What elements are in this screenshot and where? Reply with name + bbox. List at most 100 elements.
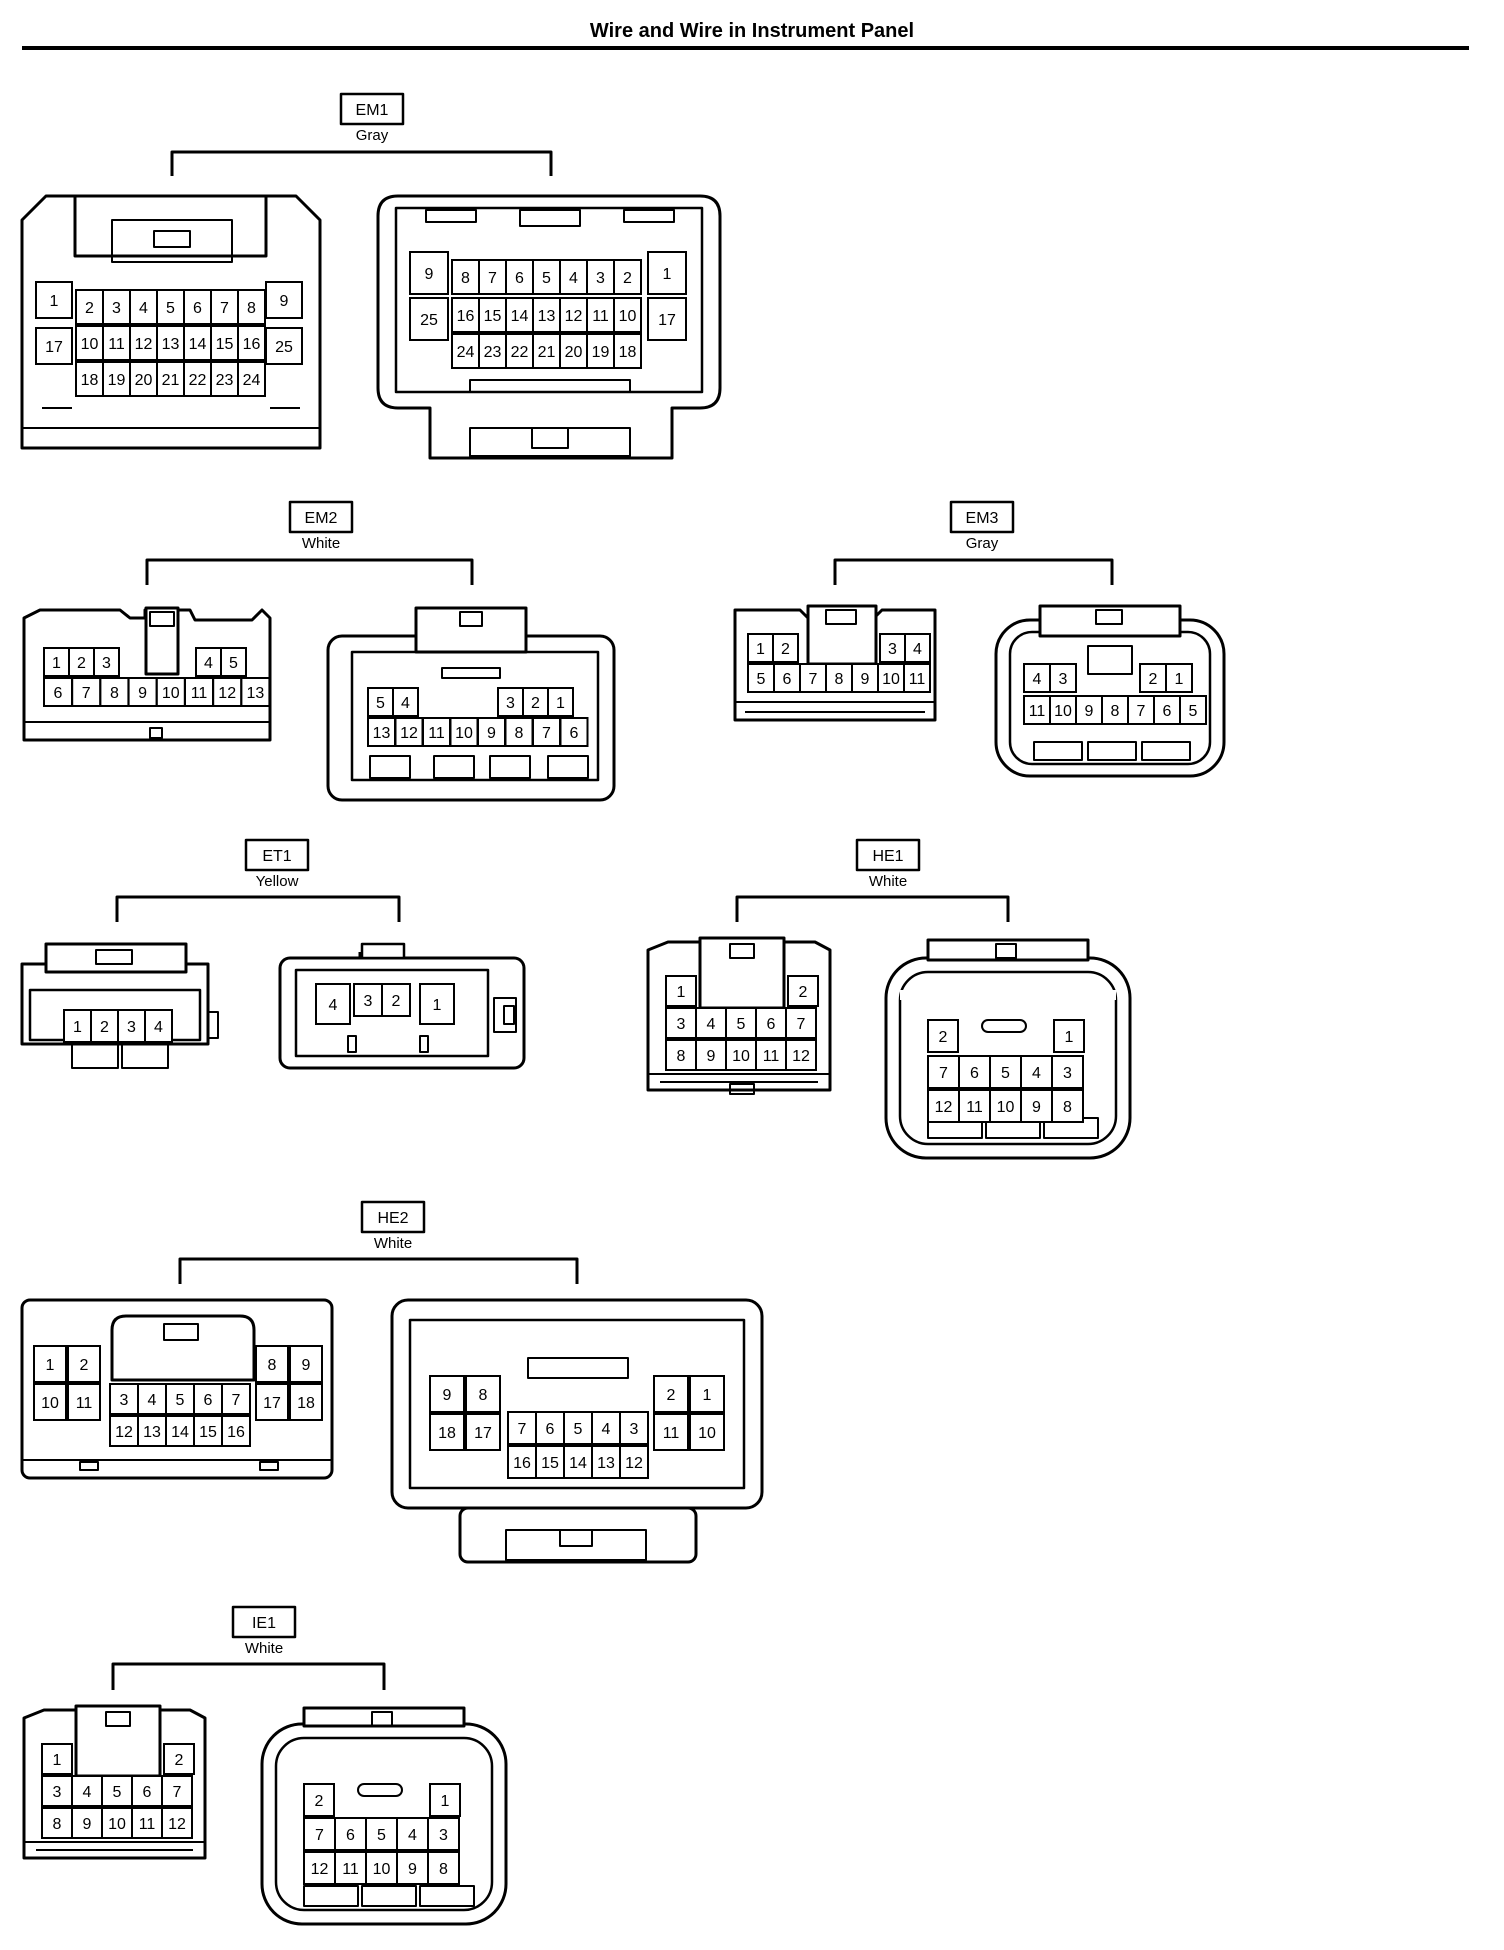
pin-number: 2 [1149, 671, 1158, 688]
pin-em2-female-1: 1 [547, 687, 574, 717]
pin-number: 23 [484, 344, 502, 361]
pin-he1-male-12: 12 [785, 1039, 817, 1071]
pin-he1-female-12: 12 [927, 1089, 960, 1123]
pin-he2-male-4: 4 [137, 1383, 167, 1415]
pin-cell [927, 1089, 960, 1123]
pin-cell [1139, 663, 1167, 693]
em1-header [170, 92, 553, 176]
pin-number: 11 [663, 1425, 680, 1442]
pin-em2-female-8: 8 [504, 717, 534, 747]
pin-et1-male-3: 3 [117, 1009, 146, 1043]
pin-ie1-male-10: 10 [101, 1807, 133, 1839]
pin-em3-female-3: 3 [1049, 663, 1077, 693]
pin-cell [465, 1413, 501, 1451]
pin-number: 6 [783, 671, 792, 688]
pin-number: 8 [247, 300, 256, 317]
pin-em2-female-11: 11 [422, 717, 451, 747]
pin-he2-female-6: 6 [535, 1411, 565, 1445]
pin-number: 7 [82, 685, 91, 702]
connector-color-et1: Yellow [256, 873, 299, 890]
pin-cell [33, 1345, 67, 1383]
pin-em3-female-6: 6 [1153, 695, 1181, 725]
pin-number: 6 [143, 1784, 152, 1801]
pin-cell [367, 687, 394, 717]
pin-number: 5 [737, 1016, 746, 1033]
pin-em3-male-4: 4 [904, 633, 931, 663]
pin-cell [747, 663, 775, 693]
pin-number: 8 [461, 270, 470, 287]
pin-he1-male-4: 4 [695, 1007, 727, 1039]
pin-cell [212, 677, 243, 707]
pin-number: 8 [53, 1816, 62, 1833]
pin-cell [1053, 1019, 1085, 1053]
page-title: Wire and Wire in Instrument Panel [589, 20, 915, 42]
pin-cell [35, 327, 73, 365]
pin-number: 7 [315, 1827, 324, 1844]
pin-number: 9 [408, 1861, 417, 1878]
pin-number: 11 [191, 685, 208, 702]
connector-label-ie1: IE1 [252, 1615, 276, 1632]
pin-number: 14 [511, 308, 529, 325]
pin-cell [559, 717, 589, 747]
pin-cell [647, 297, 687, 341]
pin-number: 18 [619, 344, 637, 361]
pin-ie1-male-5: 5 [101, 1775, 133, 1807]
pin-number: 7 [173, 1784, 182, 1801]
pin-number: 9 [425, 266, 434, 283]
pin-number: 3 [53, 1784, 62, 1801]
pin-cell [255, 1345, 289, 1383]
connector-color-ie1: White [245, 1640, 283, 1657]
pin-et1-male-4: 4 [144, 1009, 173, 1043]
pin-number: 24 [457, 344, 475, 361]
pin-em2-male-1: 1 [43, 647, 70, 677]
pin-cell [653, 1375, 689, 1413]
pin-number: 2 [392, 993, 401, 1010]
pin-number: 4 [83, 1784, 92, 1801]
pin-em2-male-10: 10 [155, 677, 186, 707]
connector-color-em1: Gray [356, 127, 389, 144]
pin-ie1-male-2: 2 [163, 1743, 195, 1775]
pin-number: 2 [80, 1357, 89, 1374]
pin-cell [877, 663, 905, 693]
pin-cell [1023, 695, 1051, 725]
pin-cell [237, 289, 266, 325]
pin-number: 6 [346, 1827, 355, 1844]
pin-number: 3 [364, 993, 373, 1010]
pin-cell [365, 1851, 398, 1885]
pin-number: 14 [189, 336, 207, 353]
pin-et1-female-2: 2 [381, 983, 411, 1017]
pin-em1-male-24: 24 [237, 361, 266, 397]
pin-ie1-female-2: 2 [303, 1783, 335, 1817]
pin-cell [237, 325, 266, 361]
pin-em3-male-3: 3 [879, 633, 906, 663]
pin-he2-male-16: 16 [221, 1415, 251, 1447]
pin-number: 7 [542, 725, 551, 742]
pin-number: 12 [135, 336, 153, 353]
pin-number: 3 [888, 641, 897, 658]
pin-he1-male-8: 8 [665, 1039, 697, 1071]
pin-em2-male-6: 6 [43, 677, 73, 707]
pin-cell [163, 1743, 195, 1775]
pin-number: 4 [204, 655, 213, 672]
pin-ie1-female-3: 3 [427, 1817, 460, 1851]
pin-em1-male-11: 11 [102, 325, 131, 361]
pin-number: 14 [171, 1424, 189, 1441]
pin-em3-female-10: 10 [1049, 695, 1077, 725]
pin-em1-female-13: 13 [532, 297, 561, 333]
pin-em1-female-9: 9 [409, 251, 449, 295]
pin-number: 11 [909, 671, 926, 688]
pin-cell [303, 1817, 336, 1851]
pin-em3-female-8: 8 [1101, 695, 1129, 725]
pin-em2-male-7: 7 [71, 677, 102, 707]
pin-number: 3 [596, 270, 605, 287]
pin-number: 1 [441, 1793, 450, 1810]
pin-number: 1 [1065, 1029, 1074, 1046]
pin-number: 13 [373, 725, 391, 742]
pin-cell [785, 1007, 817, 1039]
pin-cell [927, 1055, 960, 1089]
pin-cell [619, 1411, 649, 1445]
pin-em1-male-1: 1 [35, 281, 73, 319]
pin-he1-male-1: 1 [665, 975, 697, 1007]
pin-ie1-female-10: 10 [365, 1851, 398, 1885]
pin-em2-male-3: 3 [93, 647, 120, 677]
